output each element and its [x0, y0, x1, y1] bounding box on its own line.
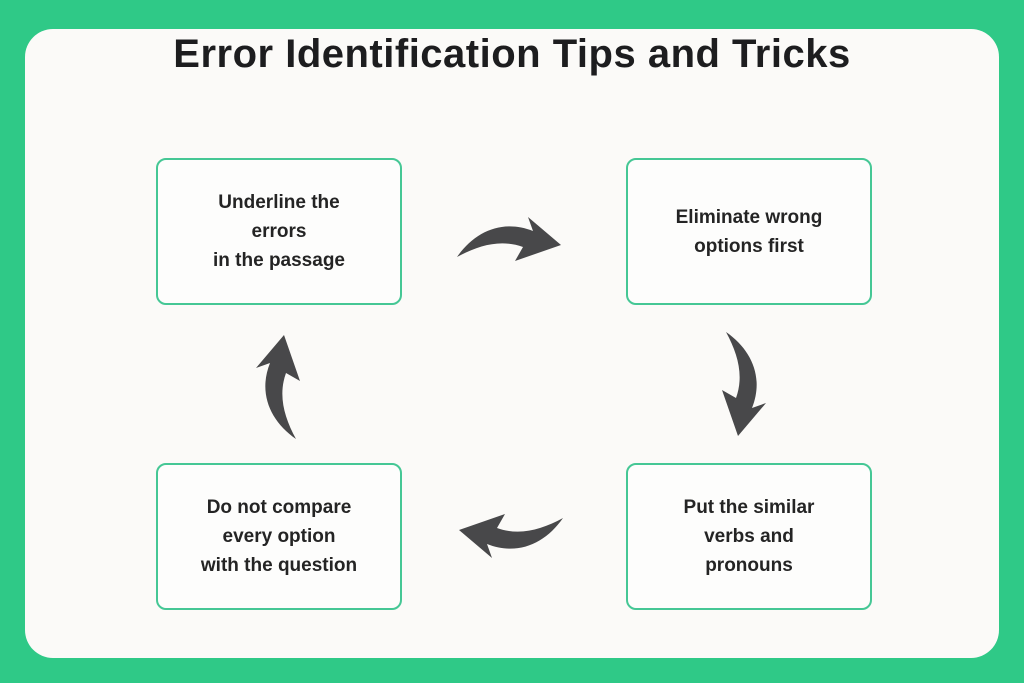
step-box-similar-verbs: Put the similar verbs and pronouns [626, 463, 872, 610]
step-text-line: Eliminate wrong [675, 206, 823, 228]
curved-arrow-left-icon [455, 512, 565, 562]
step-text-line: Put the similar [683, 497, 815, 518]
page-title: Error Identification Tips and Tricks [173, 32, 851, 76]
curved-arrow-down-icon [720, 330, 770, 440]
step-text-line: verbs and [704, 526, 794, 547]
curved-arrow-right-icon [455, 213, 565, 263]
step-text-line: errors [251, 221, 307, 242]
step-box-underline-errors: Underline the errors in the passage [156, 158, 402, 305]
curved-arrow-up-icon [252, 331, 302, 441]
step-text-line: pronouns [705, 555, 793, 576]
step-text-line: every option [222, 526, 336, 547]
step-text-line: Do not compare [206, 497, 352, 518]
step-text-line: in the passage [213, 250, 345, 271]
step-box-do-not-compare: Do not compare every option with the que… [156, 463, 402, 610]
step-text-line: with the question [200, 555, 358, 576]
step-text-line: options first [694, 235, 804, 257]
step-text-line: Underline the [218, 192, 340, 213]
step-box-eliminate-options: Eliminate wrong options first [626, 158, 872, 305]
